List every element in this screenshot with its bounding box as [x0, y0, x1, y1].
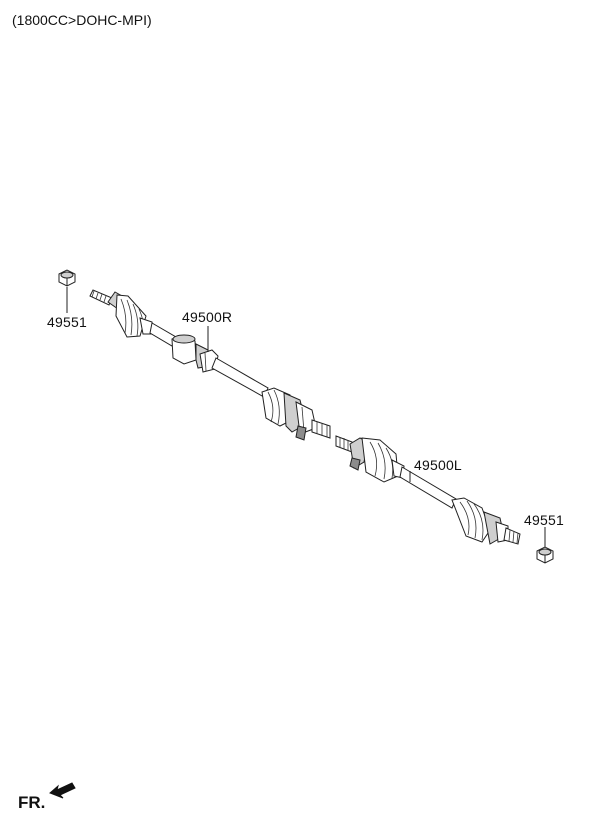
outer-stub-left [503, 527, 521, 545]
part-number-nut-right: 49551 [524, 512, 564, 528]
driveshaft-left-assembly[interactable] [335, 435, 521, 545]
nut-left-icon[interactable] [58, 269, 76, 287]
part-number-shaft-left: 49500L [414, 457, 462, 473]
inner-joint-right [261, 387, 317, 441]
front-direction-arrow-icon [49, 782, 76, 799]
outer-cv-boot-right [107, 291, 155, 338]
part-number-nut-left: 49551 [47, 314, 87, 330]
front-direction-label: FR. [18, 793, 46, 812]
nut-right-icon[interactable] [536, 546, 554, 564]
part-number-shaft-right: 49500R [182, 309, 233, 325]
inner-joint-left [349, 437, 405, 483]
inner-stub-right [311, 419, 331, 439]
driveshaft-right-assembly[interactable] [89, 289, 331, 441]
damper-right [171, 334, 219, 373]
engine-spec-caption: (1800CC>DOHC-MPI) [12, 12, 152, 28]
outer-cv-boot-left [451, 497, 509, 545]
